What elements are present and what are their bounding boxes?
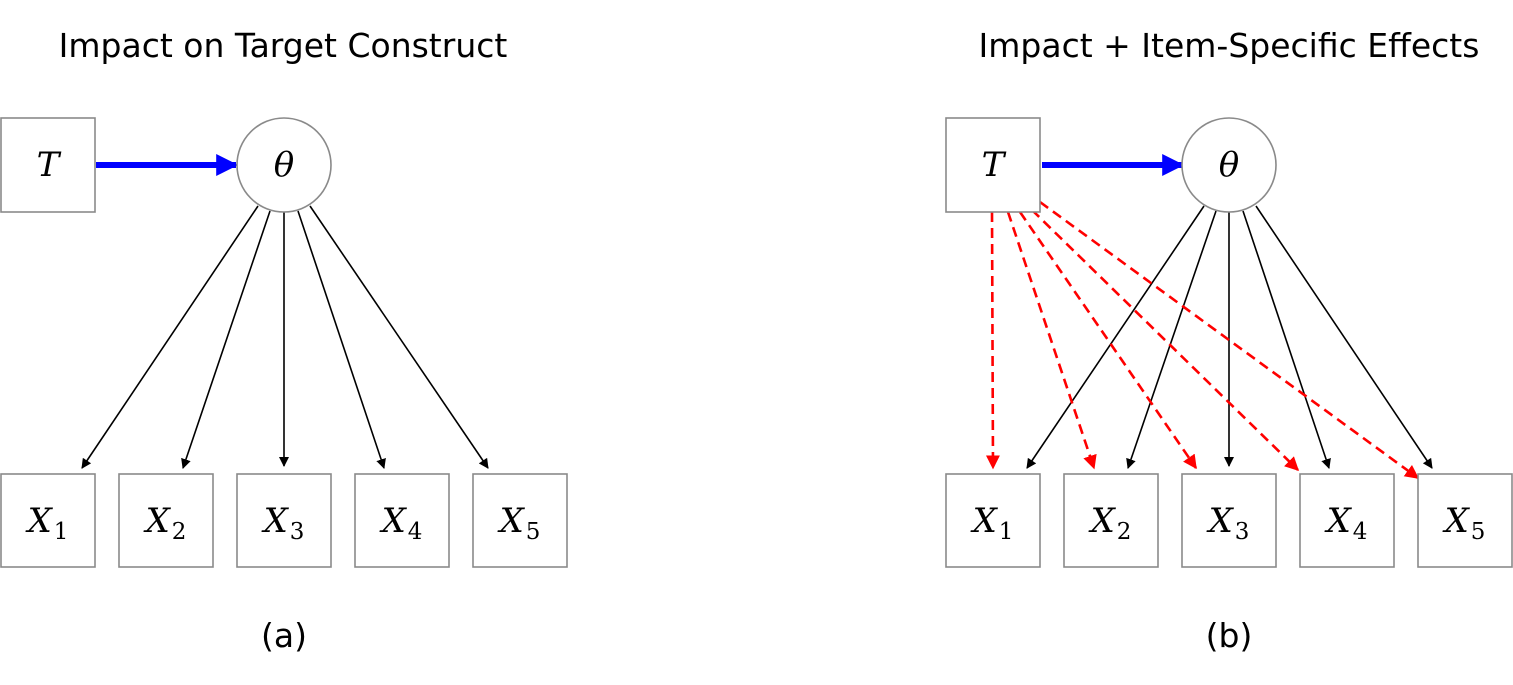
panel-b-items: X1 X2 X3 X4 X5 — [945, 473, 1513, 568]
panel-a-loading-arrows — [81, 205, 489, 469]
latent-label: θ — [274, 145, 294, 185]
item-label-x4: X4 — [1324, 501, 1368, 545]
item-effect-arrow-x1 — [985, 211, 1000, 470]
item-label-x3: X3 — [1206, 501, 1250, 545]
item-node-x3 — [1181, 473, 1277, 568]
treatment-label: T — [982, 145, 1007, 185]
item-node-x4 — [354, 473, 450, 568]
treatment-label: T — [37, 145, 62, 185]
loading-arrow-x2 — [181, 210, 271, 469]
treatment-node — [945, 117, 1041, 213]
loading-arrow-x5 — [1255, 205, 1433, 469]
item-label-x4: X4 — [379, 501, 423, 545]
panel-a-items: X1 X2 X3 X4 X5 — [0, 473, 568, 568]
panel-b-loading-arrows — [1026, 205, 1433, 469]
treatment-node — [0, 117, 96, 213]
item-node-x1 — [0, 473, 96, 568]
panel-b-title: Impact + Item-Specific Effects — [979, 26, 1480, 65]
panel-a-caption: (a) — [261, 616, 307, 655]
item-node-x2 — [118, 473, 214, 568]
panel-a-title: Impact on Target Construct — [59, 26, 508, 65]
item-label-x5: X5 — [497, 501, 541, 545]
panel-b-item-effect-arrows — [985, 200, 1420, 480]
latent-node — [1181, 117, 1277, 213]
item-node-x2 — [1063, 473, 1159, 568]
item-label-x1: X1 — [970, 501, 1014, 545]
item-effect-arrow-x2 — [1006, 211, 1097, 470]
item-node-x4 — [1299, 473, 1395, 568]
item-effect-arrow-x3 — [1018, 211, 1198, 470]
item-label-x1: X1 — [25, 501, 69, 545]
panel-a: Impact on Target Construct T θ X1 X2 X3 … — [0, 26, 568, 655]
latent-node — [236, 117, 332, 213]
loading-arrow-x4 — [297, 210, 386, 469]
latent-label: θ — [1219, 145, 1239, 185]
panel-b-caption: (b) — [1206, 616, 1253, 655]
item-node-x1 — [945, 473, 1041, 568]
loading-arrow-x1 — [1026, 205, 1205, 469]
item-label-x3: X3 — [261, 501, 305, 545]
item-label-x2: X2 — [143, 501, 187, 545]
item-node-x3 — [236, 473, 332, 568]
item-node-x5 — [472, 473, 568, 568]
loading-arrow-x1 — [81, 205, 259, 469]
loading-arrow-x2 — [1126, 210, 1217, 469]
item-label-x5: X5 — [1442, 501, 1486, 545]
item-label-x2: X2 — [1088, 501, 1132, 545]
loading-arrow-x4 — [1242, 210, 1331, 469]
item-node-x5 — [1417, 473, 1513, 568]
item-effect-arrow-x5 — [1039, 200, 1420, 480]
panel-b: Impact + Item-Specific Effects T θ X1 — [945, 26, 1513, 655]
item-effect-arrow-x4 — [1031, 209, 1300, 471]
loading-arrow-x5 — [309, 205, 489, 469]
